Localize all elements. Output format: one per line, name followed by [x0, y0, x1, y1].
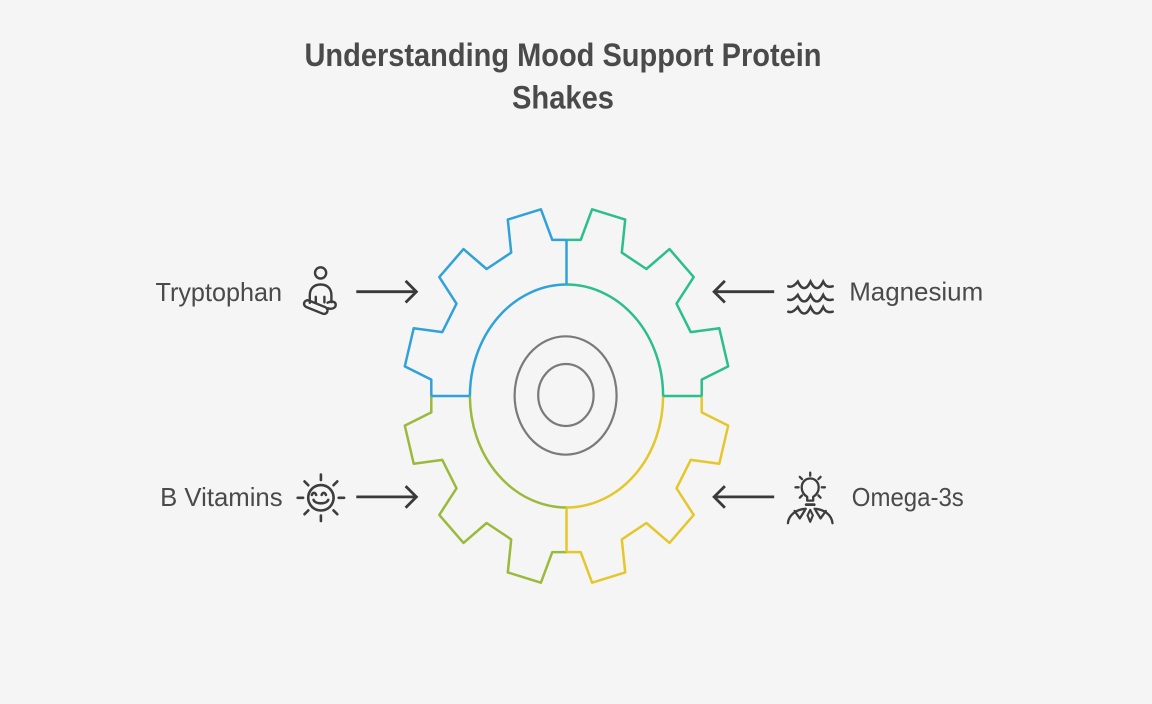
svg-text:Tryptophan: Tryptophan — [156, 277, 283, 307]
svg-text:Shakes: Shakes — [512, 80, 614, 116]
svg-text:B Vitamins: B Vitamins — [160, 482, 283, 512]
svg-text:Omega-3s: Omega-3s — [852, 482, 964, 512]
svg-text:Understanding Mood Support Pro: Understanding Mood Support Protein — [305, 37, 822, 73]
svg-text:Magnesium: Magnesium — [849, 276, 983, 306]
